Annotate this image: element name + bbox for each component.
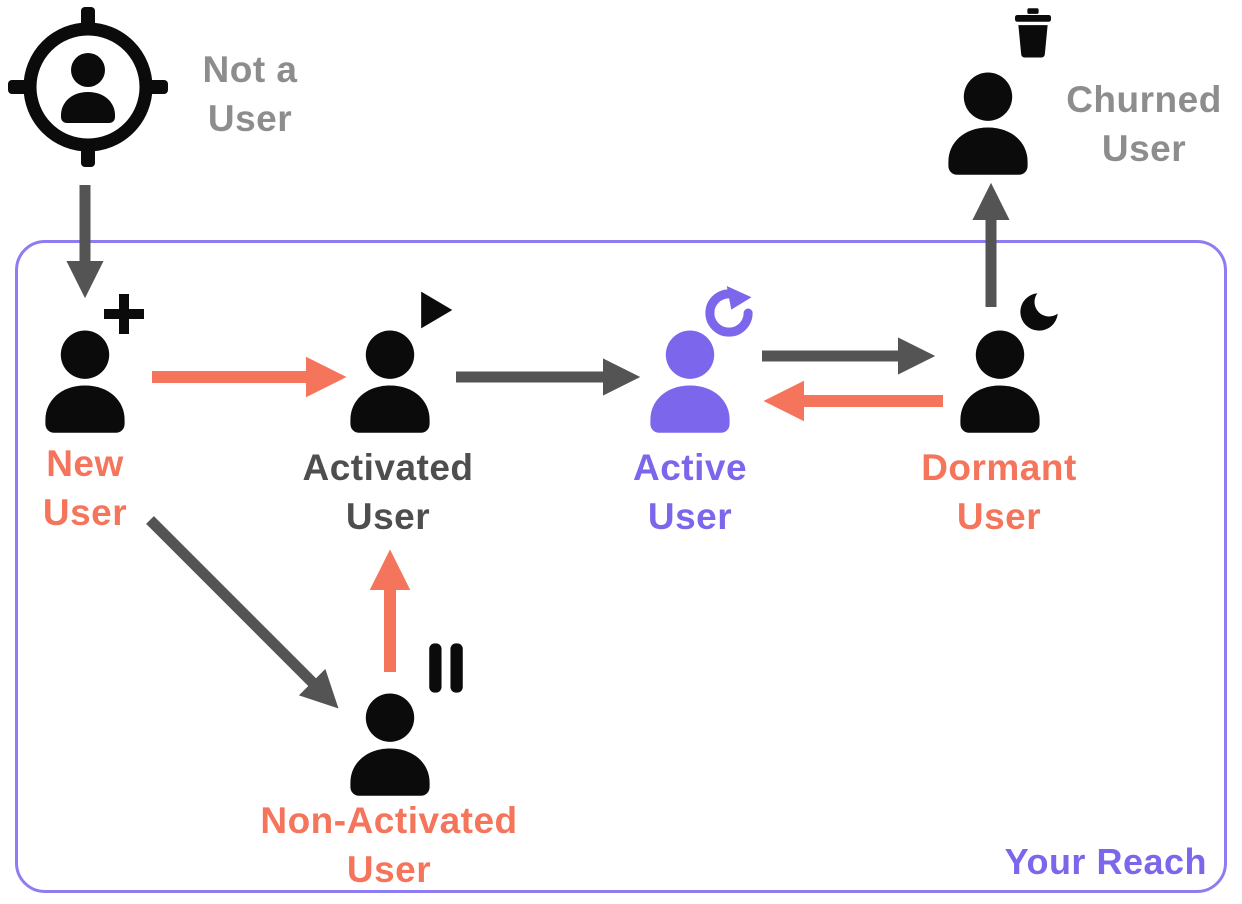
churned-user-label: Churned User xyxy=(1066,79,1222,169)
your-reach-label: Your Reach xyxy=(1004,841,1207,882)
plus-icon xyxy=(100,290,148,338)
person-icon-non-activated-user xyxy=(335,690,445,796)
active-user-label: Active User xyxy=(632,447,748,537)
person-icon-activated-user xyxy=(335,327,445,433)
new-user-label: New User xyxy=(42,443,128,533)
target-person-icon xyxy=(8,7,168,167)
non-activated-user-label: Non-Activated User xyxy=(260,800,518,890)
play-icon xyxy=(412,288,456,332)
person-icon-active-user xyxy=(635,327,745,433)
your-reach-boundary xyxy=(15,240,1227,893)
person-icon-new-user xyxy=(30,327,140,433)
dormant-user-label: Dormant User xyxy=(921,447,1077,537)
refresh-icon xyxy=(702,286,756,340)
person-icon-churned-user xyxy=(933,69,1043,175)
trash-icon xyxy=(1006,6,1060,60)
pause-icon xyxy=(427,641,465,695)
person-icon-dormant-user xyxy=(945,327,1055,433)
moon-icon xyxy=(1014,287,1064,337)
not-a-user-label: Not a User xyxy=(202,49,298,139)
activated-user-label: Activated User xyxy=(302,447,474,537)
